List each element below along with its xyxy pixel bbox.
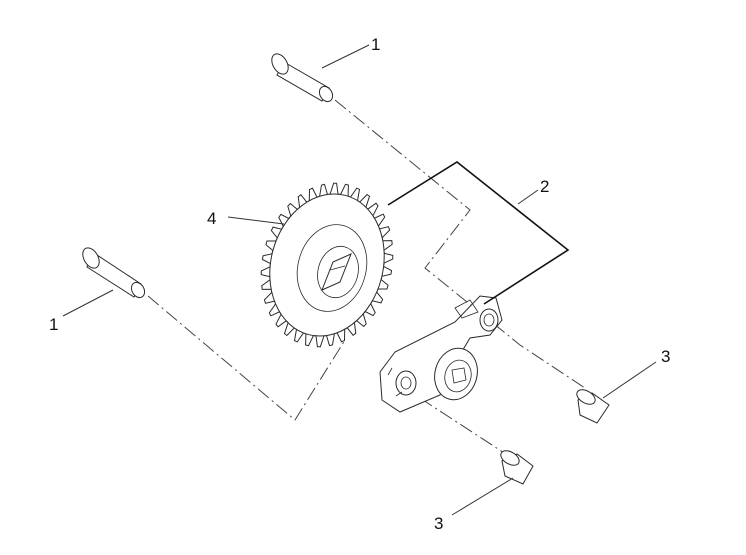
leader-lines [62, 44, 657, 516]
callout-bolt-left: 1 [49, 315, 58, 334]
callout-gear: 4 [207, 209, 216, 228]
center-line-bottom-dowel [399, 384, 516, 461]
callout-bolt-top: 1 [371, 35, 380, 54]
dowel-right [576, 389, 610, 424]
callout-pump-assembly: 2 [540, 177, 549, 196]
dowel-bottom [500, 450, 534, 485]
center-line-top-bolt [334, 99, 586, 389]
bolt-left [82, 247, 146, 299]
center-line-left-bolt [147, 295, 346, 421]
gear [260, 182, 394, 348]
callout-dowel-right: 3 [661, 347, 670, 366]
callout-dowel-bottom: 3 [434, 514, 443, 533]
assembly-bracket [387, 161, 570, 305]
center-lines [147, 99, 586, 461]
oil-pump-body [379, 295, 503, 413]
bolt-top [271, 53, 334, 103]
